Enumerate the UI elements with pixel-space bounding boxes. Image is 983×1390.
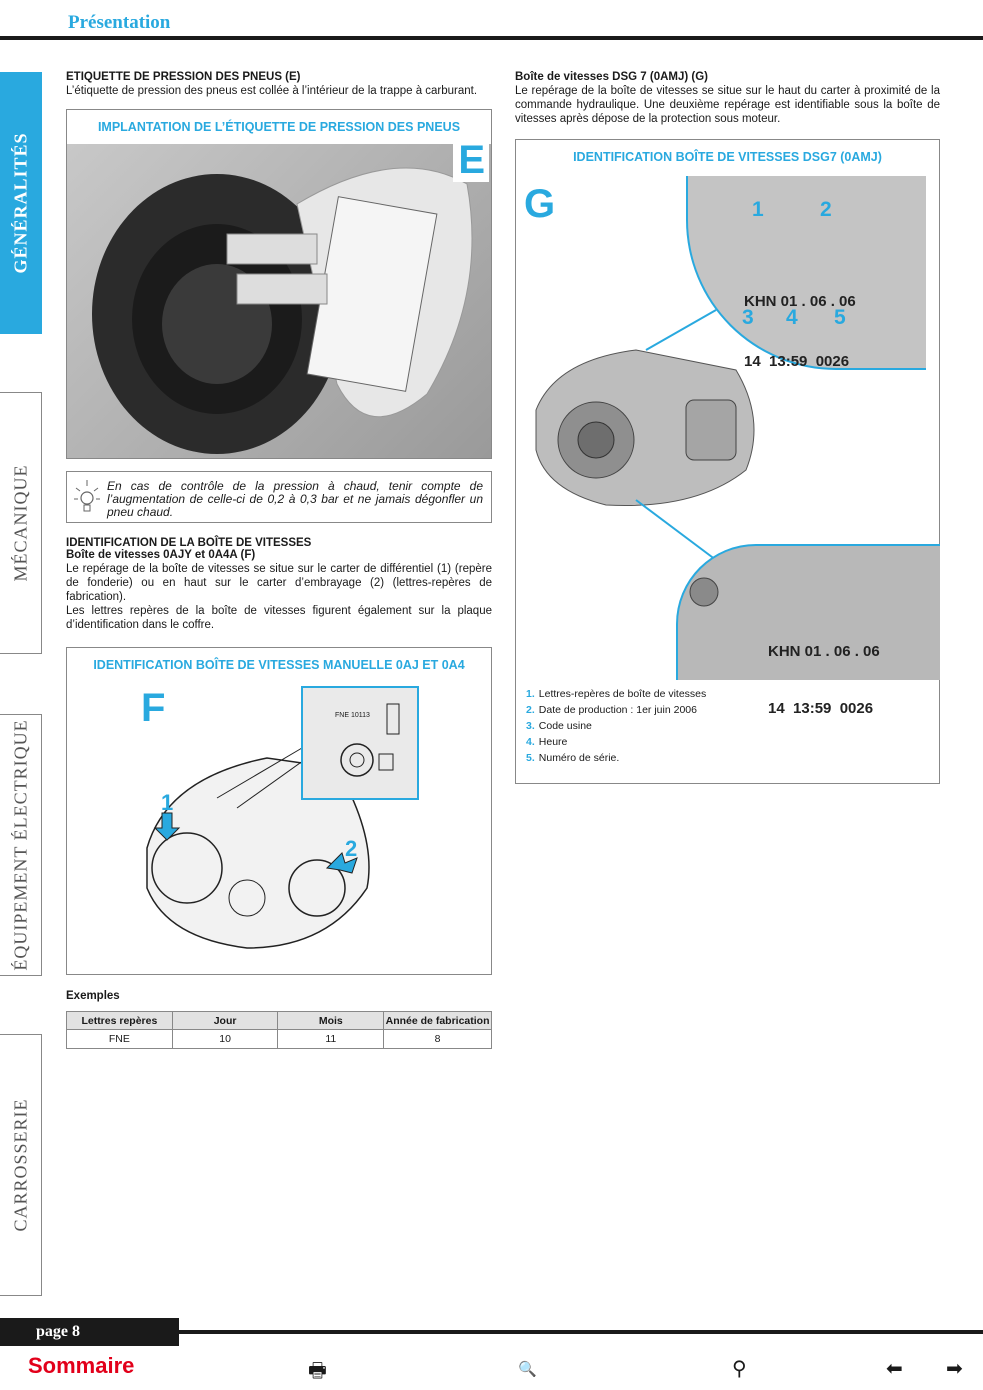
figure-f-callout-2: 2 (345, 836, 358, 861)
fne-plate-label: FNE 10113 (335, 712, 370, 719)
footer-rule (0, 1330, 983, 1334)
dsg7-bottom-zoom: KHN 01 . 06 . 06 14 13:59 0026 (676, 544, 940, 717)
code-line-2-bottom: 14 13:59 0026 (768, 700, 874, 717)
fuel-flap-illustration (92, 167, 473, 454)
page-number: page 8 (0, 1318, 179, 1346)
figure-f-inset: FNE 10113 (301, 686, 419, 800)
gearbox-identification-heading: IDENTIFICATION DE LA BOÎTE DE VITESSES (66, 537, 312, 549)
examples-heading: Exemples (66, 990, 120, 1002)
col-header-annee: Année de fabrication (383, 1011, 492, 1030)
fuel-flap-photo (67, 144, 491, 458)
dsg7-text: Le repérage de la boîte de vitesses se s… (515, 85, 940, 125)
figure-g-letter: G (524, 182, 556, 226)
figure-g-title: IDENTIFICATION BOÎTE DE VITESSES DSG7 (0… (573, 150, 882, 164)
tire-pressure-heading: ETIQUETTE DE PRESSION DES PNEUS (E) (66, 71, 301, 83)
dsg7-heading: Boîte de vitesses DSG 7 (0AMJ) (G) (515, 71, 708, 83)
figure-g: IDENTIFICATION BOÎTE DE VITESSES DSG7 (0… (515, 139, 940, 784)
sommaire-link[interactable]: Sommaire (28, 1353, 135, 1378)
side-tab-equipement-electrique[interactable]: ÉQUIPEMENT ÉLECTRIQUE (0, 714, 42, 976)
tire-pressure-text: L’étiquette de pression des pneus est co… (66, 85, 478, 97)
page-section-title: Présentation (68, 12, 171, 33)
cell-jour: 10 (171, 1029, 279, 1049)
dsg7-code-top: KHN 01 . 06 . 06 14 13:59 0026 (744, 252, 856, 412)
figure-f: IDENTIFICATION BOÎTE DE VITESSES MANUELL… (66, 647, 492, 975)
legend-item-1: 1.Lettres-repères de boîte de vitesses (526, 688, 707, 700)
callout-4: 4 (786, 306, 798, 329)
hot-pressure-note-text: En cas de contrôle de la pression à chau… (107, 479, 483, 519)
arrow-right-icon[interactable]: ➡ (946, 1358, 963, 1380)
callout-3: 3 (742, 306, 754, 329)
gearbox-paragraph-1: Le repérage de la boîte de vitesses se s… (66, 563, 492, 603)
figure-f-letter: F (141, 686, 166, 730)
figure-e: IMPLANTATION DE L’ÉTIQUETTE DE PRESSION … (66, 109, 492, 459)
cell-annee: 8 (383, 1029, 492, 1049)
figure-e-title: IMPLANTATION DE L’ÉTIQUETTE DE PRESSION … (97, 120, 461, 134)
figure-e-letter: E (458, 138, 485, 182)
callout-2: 2 (820, 198, 832, 221)
dsg7-gearbox-render (535, 309, 755, 561)
dsg7-section: Boîte de vitesses DSG 7 (0AMJ) (G) Le re… (515, 70, 940, 126)
col-header-mois: Mois (277, 1011, 385, 1030)
figure-f-callout-1: 1 (161, 790, 174, 815)
table-row: FNE 10 11 8 (66, 1029, 492, 1049)
col-header-lettres: Lettres repères (66, 1011, 173, 1030)
gearbox-identification-section: IDENTIFICATION DE LA BOÎTE DE VITESSES B… (66, 536, 492, 632)
cell-lettres: FNE (66, 1029, 173, 1049)
legend-item-3: 3.Code usine (526, 720, 592, 732)
figure-f-title: IDENTIFICATION BOÎTE DE VITESSES MANUELL… (93, 658, 465, 672)
hot-pressure-note: En cas de contrôle de la pression à chau… (66, 471, 492, 523)
legend-item-4: 4.Heure (526, 736, 568, 748)
gearbox-paragraph-2: Les lettres repères de la boîte de vites… (66, 605, 492, 631)
figure-g-legend: 1.Lettres-repères de boîte de vitesses 2… (526, 686, 926, 766)
side-tab-generalites[interactable]: GÉNÉRALITÉS (0, 72, 42, 334)
bolt-drawing (689, 577, 719, 607)
side-tab-carrosserie[interactable]: CARROSSERIE (0, 1034, 42, 1296)
code-line-2: 14 13:59 0026 (744, 353, 850, 370)
callout-1: 1 (752, 198, 764, 221)
callout-5: 5 (834, 306, 846, 329)
arrow-left-icon[interactable]: ⬅ (886, 1358, 903, 1380)
print-icon[interactable]: 🖶 (308, 1360, 327, 1382)
cell-mois: 11 (277, 1029, 385, 1049)
code-line-1: KHN 01 . 06 . 06 (744, 293, 856, 310)
examples-table: Lettres repères Jour Mois Année de fabri… (66, 1011, 492, 1049)
legend-item-5: 5.Numéro de série. (526, 752, 620, 764)
binoculars-icon[interactable]: ⚲ (732, 1358, 747, 1380)
header-rule (0, 36, 983, 40)
dsg7-code-bottom: KHN 01 . 06 . 06 14 13:59 0026 (768, 604, 880, 756)
lightbulb-icon (74, 480, 100, 512)
inset-detail-drawing (340, 703, 400, 777)
gearbox-0ajy-subheading: Boîte de vitesses 0AJY et 0A4A (F) (66, 549, 256, 561)
code-line-1-bottom: KHN 01 . 06 . 06 (768, 643, 880, 660)
manual-gearbox-drawing (146, 747, 370, 949)
zoom-page-icon[interactable]: 🔍 (518, 1361, 537, 1378)
examples-table-header: Lettres repères Jour Mois Année de fabri… (66, 1011, 492, 1030)
side-tab-mecanique[interactable]: MÉCANIQUE (0, 392, 42, 654)
tire-pressure-section: ETIQUETTE DE PRESSION DES PNEUS (E) L’ét… (66, 70, 492, 98)
legend-item-2: 2.Date de production : 1er juin 2006 (526, 704, 697, 716)
col-header-jour: Jour (171, 1011, 279, 1030)
